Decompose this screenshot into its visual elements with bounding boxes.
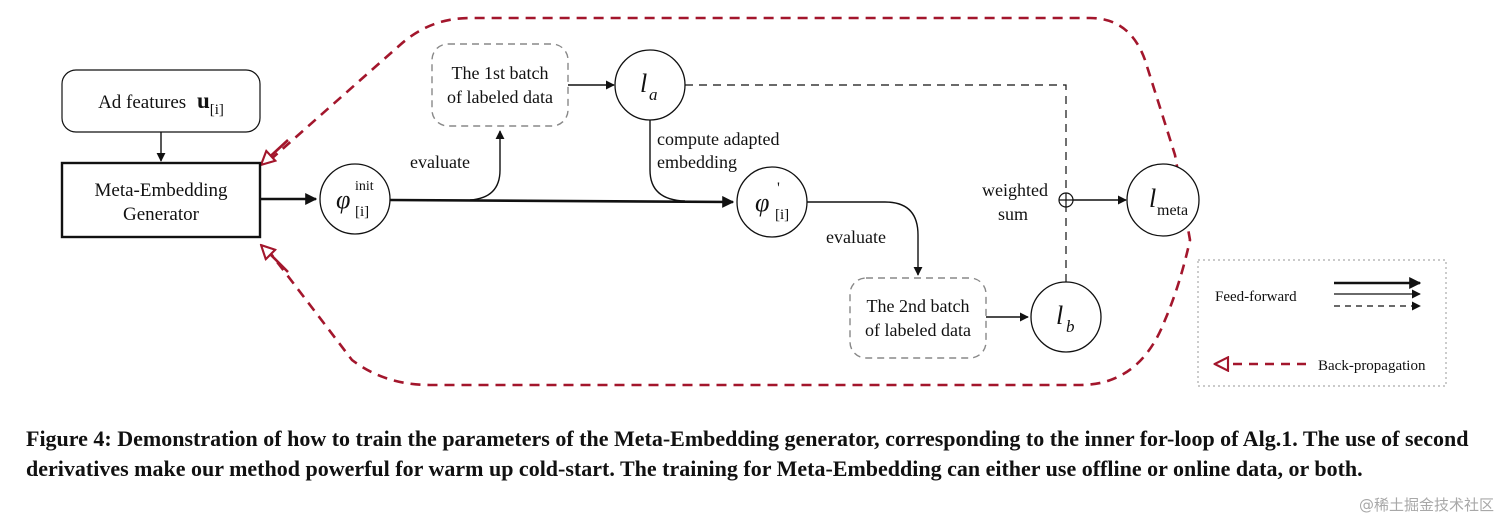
meta-embedding-generator-box: Meta-Embedding Generator xyxy=(60,161,262,239)
lmeta-subscript: meta xyxy=(1157,202,1188,219)
watermark: @稀土掘金技术社区 xyxy=(1358,496,1494,514)
legend-feed-forward-label: Feed-forward xyxy=(1215,289,1297,305)
compute-label-line1: compute adapted xyxy=(657,129,779,149)
batch1-label-line2: of labeled data xyxy=(447,87,553,107)
back-propagation-arrowhead-top xyxy=(262,139,289,164)
dashed-la-to-weighted-sum xyxy=(685,84,1067,193)
figure-caption: Figure 4: Demonstration of how to train … xyxy=(26,426,1469,481)
phi-init-symbol: φ xyxy=(336,185,350,214)
legend: Feed-forward Back-propagation xyxy=(1197,259,1447,387)
phi-init-superscript: init xyxy=(355,179,374,194)
lb-node: l b xyxy=(1030,281,1102,353)
arrow-evaluate-to-batch1 xyxy=(469,130,505,201)
batch2-label-line2: of labeled data xyxy=(865,320,971,340)
evaluate-label-2: evaluate xyxy=(826,227,886,247)
arrow-phi-init-to-phi-prime xyxy=(389,195,735,208)
phi-init-node: φ init [i] xyxy=(319,163,391,235)
ad-features-box: Ad features u[i] xyxy=(61,69,261,133)
la-subscript: a xyxy=(649,85,658,104)
batch1-label-line1: The 1st batch xyxy=(452,63,549,83)
arrow-phi-prime-to-batch2 xyxy=(807,201,923,276)
phi-prime-superscript: ' xyxy=(777,180,780,197)
phi-prime-node: φ ' [i] xyxy=(736,166,808,238)
phi-init-subscript: [i] xyxy=(355,204,369,220)
generator-label-line1: Meta-Embedding xyxy=(95,180,228,201)
phi-prime-subscript: [i] xyxy=(775,207,789,223)
batch1-box: The 1st batch of labeled data xyxy=(431,43,569,127)
batch2-box: The 2nd batch of labeled data xyxy=(849,277,987,359)
ad-features-symbol: u xyxy=(197,88,210,113)
compute-label-line2: embedding xyxy=(657,152,737,172)
ad-features-label: Ad features xyxy=(98,92,186,113)
back-propagation-loop xyxy=(266,16,1192,387)
lb-subscript: b xyxy=(1066,317,1075,336)
back-propagation-arrowhead-bottom xyxy=(262,246,289,273)
phi-prime-symbol: φ xyxy=(755,188,769,217)
batch2-label-line1: The 2nd batch xyxy=(867,296,970,316)
weighted-label-line1: weighted xyxy=(982,180,1048,200)
la-symbol: l xyxy=(640,69,647,98)
evaluate-label-1: evaluate xyxy=(410,152,470,172)
generator-label-line2: Generator xyxy=(123,204,200,225)
lmeta-node: l meta xyxy=(1126,163,1200,237)
legend-back-propagation-label: Back-propagation xyxy=(1318,358,1426,374)
weighted-label-line2: sum xyxy=(998,204,1028,224)
la-node: l a xyxy=(614,49,686,121)
training-diagram: Ad features u[i] Meta-Embedding Generato… xyxy=(60,16,1447,387)
svg-text:Ad features u[i]: Ad features u[i] xyxy=(98,88,224,118)
ad-features-subscript: [i] xyxy=(210,102,224,118)
curve-la-to-adapted-embedding xyxy=(649,120,686,202)
weighted-sum-operator xyxy=(1058,192,1074,208)
lb-symbol: l xyxy=(1056,301,1063,330)
lmeta-symbol: l xyxy=(1149,184,1156,213)
